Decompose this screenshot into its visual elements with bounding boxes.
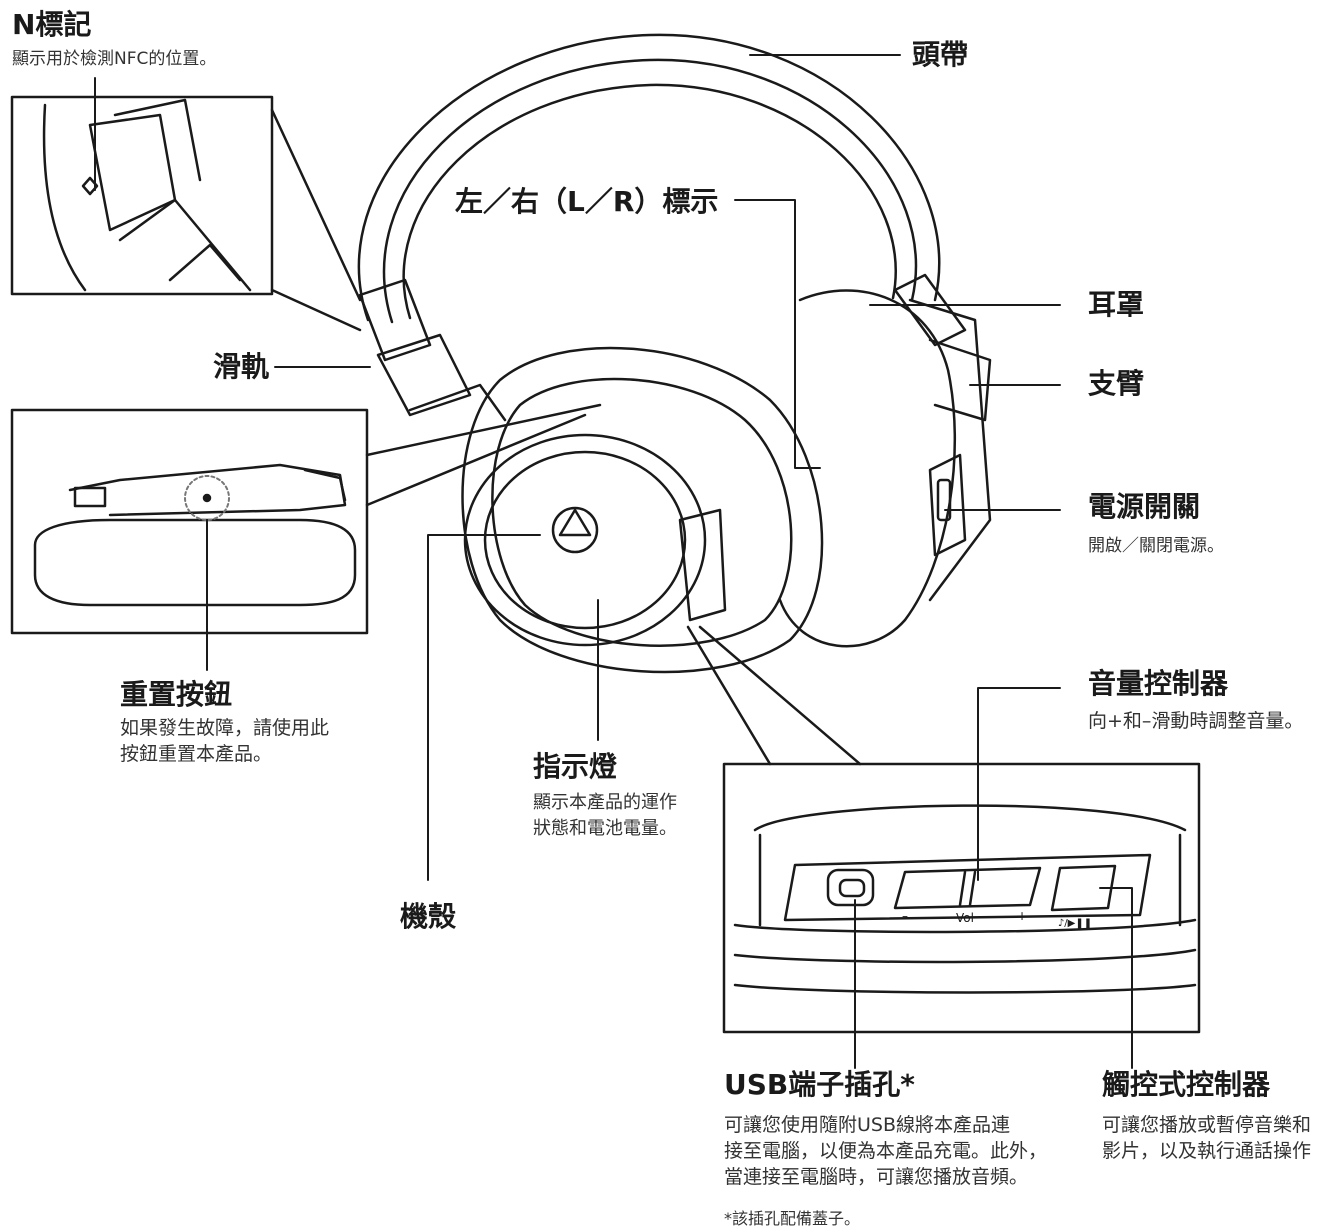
reset-inset-drawing [33,403,602,607]
volume-control-desc: 向+和–滑動時調整音量。 [1088,710,1304,732]
indicator-title: 指示燈 [533,750,618,783]
volume-control-title: 音量控制器 [1088,667,1229,700]
usb-port-note: *該插孔配備蓋子。 [724,1209,861,1228]
n-mark-title: N標記 [12,8,92,41]
slider-drawing [358,278,507,422]
ear-pad-title: 耳罩 [1088,288,1145,321]
headband-title: 頭帶 [912,38,969,71]
panel-play-label: ♪/▶❚❚ [1058,918,1092,929]
n-mark-desc: 顯示用於檢測NFC的位置。 [12,49,217,69]
panel-plus-label: + [1017,909,1027,923]
front-earcup-drawing [461,346,824,674]
indicator-desc: 顯示本產品的運作 狀態和電池電量。 [533,790,677,842]
usb-port-desc: 可讓您使用隨附USB線將本產品連 接至電腦，以便為本產品充電。此外， 當連接至電… [724,1112,1047,1190]
n-mark-inset-drawing [42,98,362,332]
usb-port-desc-line: 可讓您使用隨附USB線將本產品連 [724,1114,1011,1136]
right-earcup-drawing [778,289,992,648]
indicator-desc-line: 顯示本產品的運作 [533,792,677,813]
touch-control-desc-line: 影片，以及執行通話操作 [1102,1140,1312,1162]
usb-port-desc-line: 當連接至電腦時，可讓您播放音頻。 [724,1166,1029,1188]
power-switch-title: 電源開關 [1088,490,1201,523]
controls-inset-drawing [686,625,1197,994]
power-switch-desc: 開啟／關閉電源。 [1088,536,1224,556]
touch-control-desc: 可讓您播放或暫停音樂和 影片，以及執行通話操作 [1102,1112,1311,1164]
reset-button-desc: 如果發生故障，請使用此 按鈕重置本產品。 [120,715,329,767]
headband-drawing [357,33,967,347]
indicator-desc-line: 狀態和電池電量。 [533,818,677,839]
panel-minus-label: – [902,909,908,923]
leader-lines [94,54,1133,1069]
slider-title: 滑軌 [213,350,270,383]
reset-button-desc-line: 按鈕重置本產品。 [120,743,273,765]
lr-indicator-title: 左／右（L／R）標示 [455,185,719,218]
housing-title: 機殼 [400,900,457,933]
reset-button-desc-line: 如果發生故障，請使用此 [120,717,330,739]
usb-port-desc-line: 接至電腦，以便為本產品充電。此外， [724,1140,1048,1162]
touch-control-desc-line: 可讓您播放或暫停音樂和 [1102,1114,1312,1136]
panel-vol-label: Vol [956,911,974,925]
touch-control-title: 觸控式控制器 [1102,1068,1271,1101]
reset-button-title: 重置按鈕 [120,678,233,711]
arm-title: 支臂 [1088,367,1145,400]
usb-port-title: USB端子插孔* [724,1068,915,1101]
